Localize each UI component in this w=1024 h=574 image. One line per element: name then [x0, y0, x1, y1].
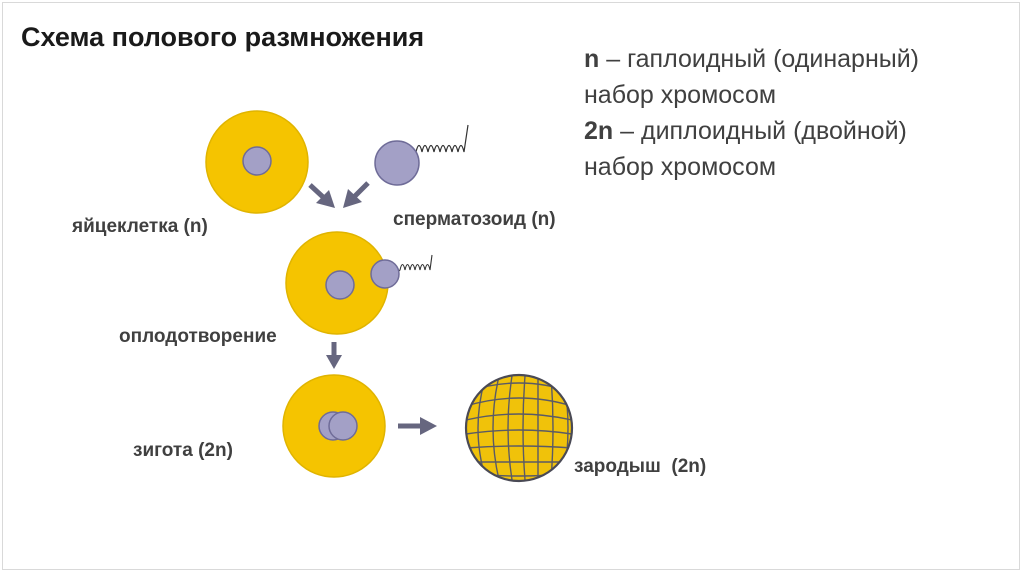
sperm-tail [411, 124, 469, 156]
embryo [464, 373, 574, 483]
legend-line-haploid-2: набор хромосом [584, 81, 777, 109]
fertilization-sperm-head [370, 259, 400, 289]
egg-label: яйцеклетка (n) [72, 216, 208, 237]
embryo-label: зародыш (2n) [574, 456, 707, 477]
arrow-sperm-to-fertilization [343, 181, 370, 208]
egg-nucleus [242, 146, 272, 176]
legend-line-diploid-2: набор хромосом [584, 153, 777, 181]
sperm-cell [374, 124, 469, 186]
haploid-description: – гаплоидный (одинарный) [599, 45, 920, 73]
fertilization-egg-nucleus [325, 270, 355, 300]
fertilization-cell [285, 231, 433, 335]
zygote-cell [282, 374, 386, 478]
zygote-nucleus-2 [328, 411, 358, 441]
arrow-zygote-to-embryo [398, 417, 437, 435]
fertilization-label: оплодотворение [119, 326, 277, 347]
arrow-fertilization-to-zygote [326, 342, 342, 369]
page-title: Схема полового размножения [21, 22, 425, 52]
egg-cell [205, 110, 309, 214]
legend-line-haploid: n – гаплоидный (одинарный) [584, 41, 919, 77]
zygote-label: зигота (2n) [133, 440, 233, 461]
embryo-body [466, 375, 572, 481]
diploid-symbol: 2n [584, 117, 614, 145]
fertilization-sperm-tail [396, 254, 433, 274]
haploid-symbol: n [584, 45, 600, 73]
sperm-head [374, 140, 420, 186]
legend-line-diploid: 2n – диплоидный (двойной) [584, 113, 919, 149]
embryo-outline [464, 373, 574, 483]
legend: n – гаплоидный (одинарный) набор хромосо… [584, 41, 919, 185]
sperm-label: сперматозоид (n) [393, 209, 556, 230]
arrow-egg-to-fertilization [308, 183, 335, 208]
diploid-description: – диплоидный (двойной) [613, 117, 907, 145]
